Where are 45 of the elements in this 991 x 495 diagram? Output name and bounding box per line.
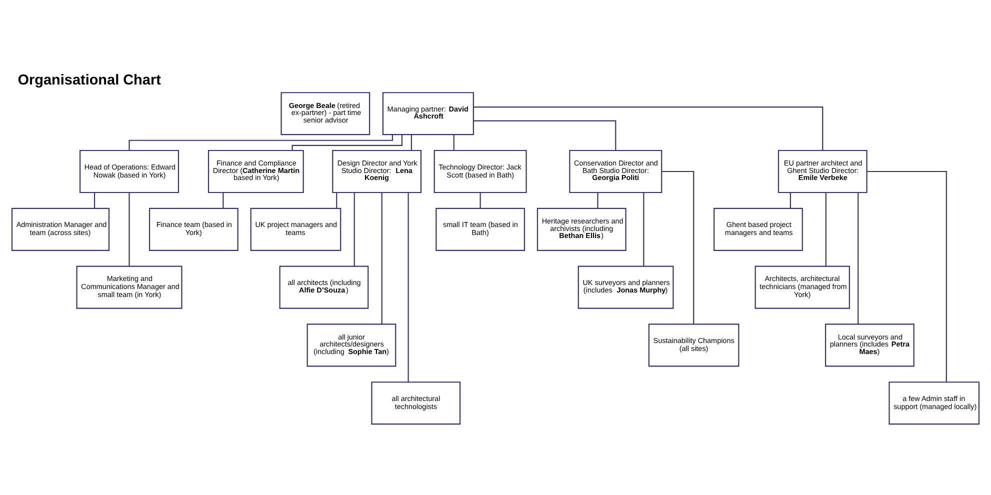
connector — [381, 192, 382, 324]
node-box: Finance team (based in York) — [148, 208, 238, 251]
connector — [866, 170, 947, 382]
node-box: Ghent based project managers and teams — [714, 208, 803, 251]
connector — [128, 134, 393, 150]
node-box: Managing partner: David Ashcroft — [382, 92, 474, 136]
node-box: George Beale (retired ex-partner) - part time senior advisor — [280, 92, 370, 136]
node-box: Architects, architectural technicians (managed from York) — [754, 266, 850, 309]
connector — [473, 106, 824, 150]
node-box: all architects (including Alfie D’Souza) — [279, 266, 369, 309]
node-box: UK surveyors and planners (includes Jonas Murphy) — [578, 266, 674, 309]
node-box: Heritage researchers and archivists (including Bethan Ellis) — [536, 208, 626, 251]
node-box: Sustainability Champions (all sites) — [648, 324, 740, 367]
connector — [858, 192, 859, 324]
connector — [354, 192, 355, 266]
connector — [480, 192, 481, 208]
connector — [825, 192, 826, 266]
connector — [128, 192, 130, 266]
connector — [408, 192, 409, 382]
connector — [222, 192, 224, 208]
connector — [410, 134, 412, 150]
connector — [94, 192, 96, 208]
node-box: small IT team (based in Bath) — [436, 208, 525, 251]
node-box: Conservation Director and Bath Studio Director: Georgia Politi — [569, 150, 662, 194]
connector — [453, 134, 454, 150]
connector — [474, 120, 616, 150]
connector — [790, 192, 791, 208]
node-box: Local surveyors and planners (includes Petra Maes) — [825, 324, 914, 367]
node-box: Marketing and Communications Manager and small team (in York) — [76, 266, 182, 309]
node-box: UK project managers and teams — [250, 208, 342, 251]
node-box: Technology Director: Jack Scott (based in Bath) — [434, 150, 527, 194]
node-box: Administration Manager and team (across sites) — [11, 208, 110, 251]
connector — [336, 192, 338, 208]
node-box: Design Director and York Studio Director: Lena Koenig — [332, 150, 422, 194]
connector — [292, 134, 402, 150]
connector — [662, 170, 694, 324]
diagram-title: Organisational Chart — [18, 72, 161, 89]
node-box: all architectural technologists — [371, 382, 461, 425]
connector — [597, 192, 598, 208]
node-box: a few Admin staff in support (managed locally) — [888, 382, 980, 425]
node-box: Head of Operations: Edward Nowak (based in York) — [80, 150, 180, 194]
node-box: all junior architects/designers (including Sophie Tan) — [306, 324, 396, 367]
node-box: Finance and Compliance Director (Catherine Martin based in York) — [208, 150, 304, 194]
node-box: EU partner architect and Ghent Studio Director: Emile Verbeke — [778, 150, 868, 194]
connector — [643, 192, 644, 266]
